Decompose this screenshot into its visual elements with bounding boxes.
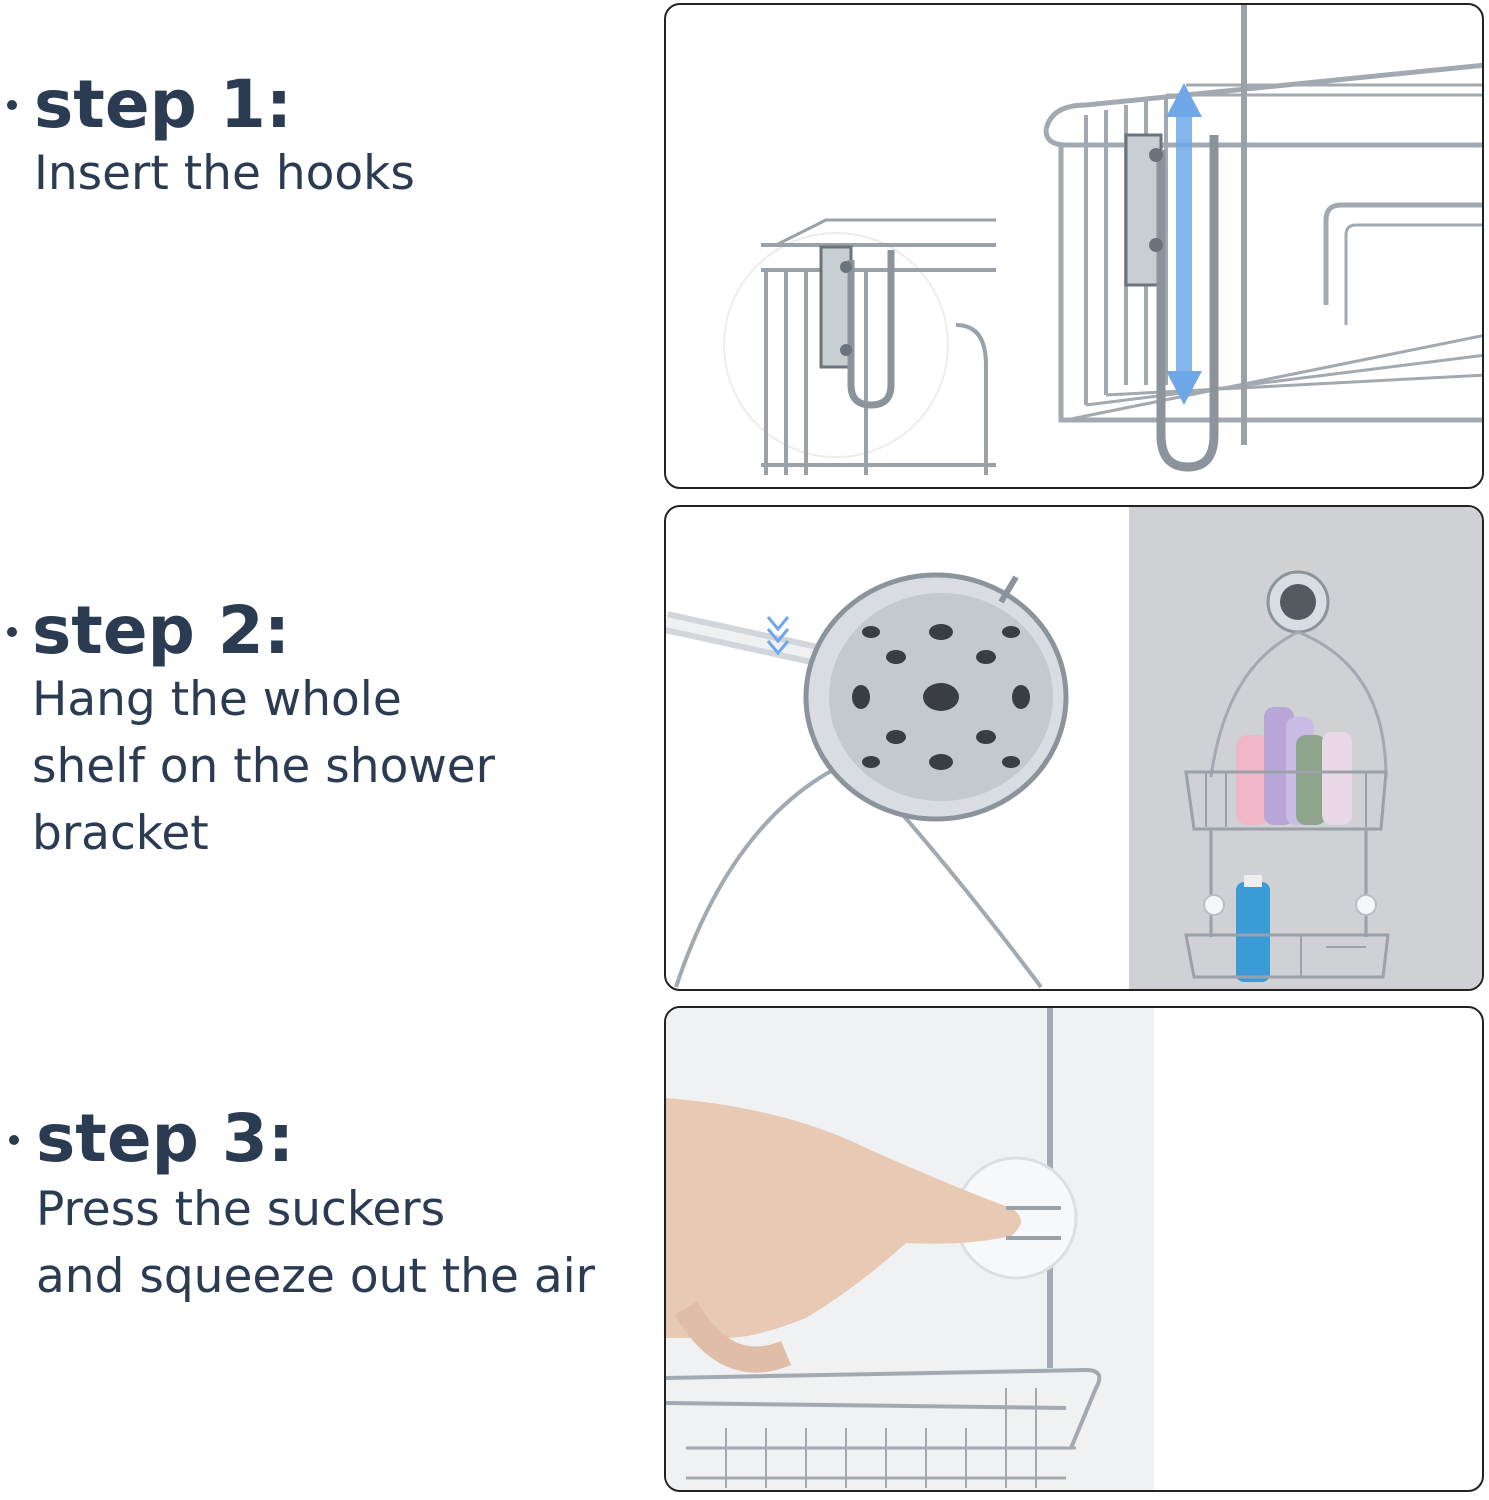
down-arrows-icon: [766, 616, 790, 656]
step-1-title: step 1:: [34, 66, 293, 143]
shower-caddy-preview: [1184, 570, 1390, 982]
hook-icon: [1124, 133, 1219, 472]
hand-icon: [666, 1098, 1021, 1373]
wire-basket: [1043, 62, 1482, 423]
bullet-icon: [7, 100, 17, 110]
step-3-line-2: and squeeze out the air: [36, 1249, 595, 1304]
step-2-line-1: Hang the whole: [32, 672, 402, 727]
hook-icon: [819, 245, 895, 409]
wire-basket: [666, 1367, 1102, 1488]
step-3-image: [664, 1006, 1484, 1492]
step-1-line-1: Insert the hooks: [34, 146, 415, 201]
step-3-description: Press the suckers and squeeze out the ai…: [36, 1176, 595, 1310]
step-1-description: Insert the hooks: [34, 140, 415, 207]
step-3-line-1: Press the suckers: [36, 1182, 446, 1237]
step-2-description: Hang the whole shelf on the shower brack…: [32, 666, 495, 867]
up-down-arrow-icon: [1166, 83, 1202, 405]
sucker-press-illustration: [666, 1008, 1154, 1490]
step-1-image: [664, 3, 1484, 489]
step-2-line-2: shelf on the shower: [32, 739, 496, 794]
step-2-image: [664, 505, 1484, 991]
step-2-line-3: bracket: [32, 806, 209, 861]
bullet-icon: [7, 627, 17, 637]
basket-hook-illustration: [723, 5, 1482, 475]
bullet-icon: [9, 1135, 19, 1145]
bottle-icon: [1236, 735, 1270, 825]
shower-head-icon: [803, 572, 1069, 822]
bottle-icon: [1322, 732, 1352, 825]
bottle-icon: [1296, 735, 1326, 825]
bottle-icon: [1236, 882, 1270, 982]
shower-bracket-illustration: [666, 507, 1482, 989]
step-3-title: step 3:: [36, 1100, 295, 1177]
step-2-title: step 2:: [32, 592, 291, 669]
hook-zoom-inset: [723, 218, 996, 475]
